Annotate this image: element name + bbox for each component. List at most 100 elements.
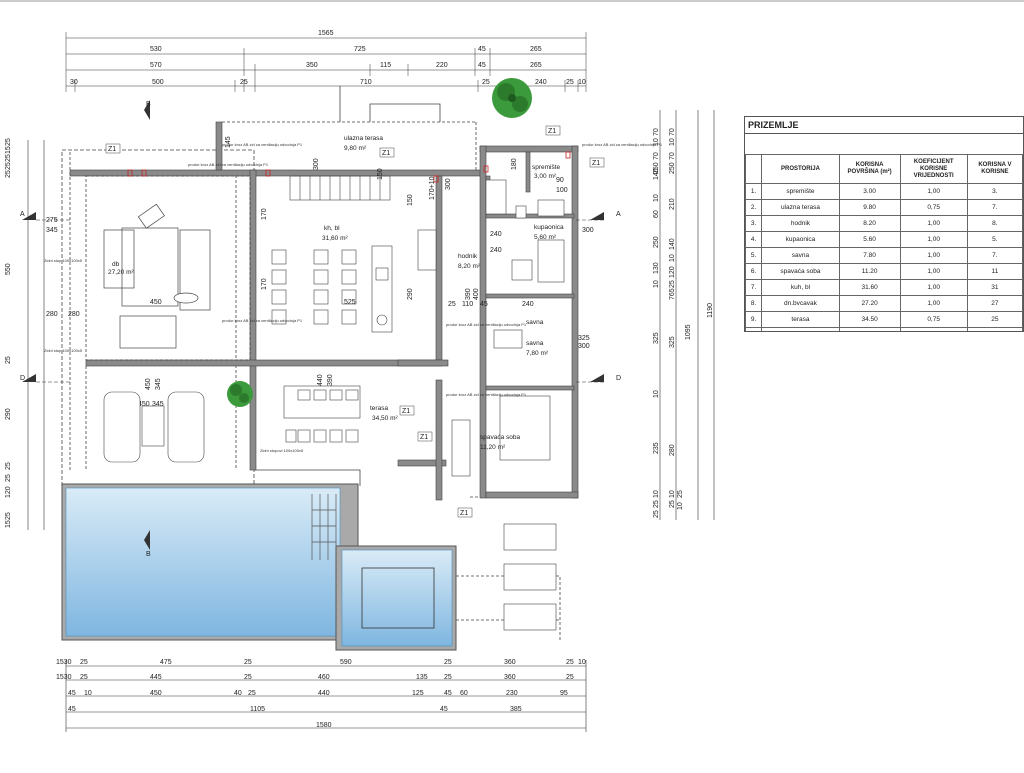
- dim-label: 25: [248, 690, 256, 697]
- lounge-sofa: [167, 391, 205, 463]
- table-cell: terasa: [761, 311, 840, 328]
- table-cell: 27.20: [838, 295, 901, 312]
- dim-label: 390: [465, 288, 472, 300]
- dim-label: 125: [412, 690, 424, 697]
- dining-furniture: [271, 229, 437, 333]
- chair: [137, 203, 165, 229]
- dim-label: 345: [152, 401, 164, 408]
- room-area: 8,20 m²: [458, 263, 481, 270]
- table-cell: 9.80: [838, 199, 901, 216]
- dim-label: 130: [653, 262, 660, 274]
- section-arrow-icon: [590, 374, 604, 382]
- room-area: 34,50 m²: [372, 415, 398, 422]
- toilet: [515, 205, 527, 219]
- dim-label: 120: [669, 266, 676, 278]
- dim-label: 300: [582, 227, 594, 234]
- dim-label: 100: [556, 187, 568, 194]
- dim-label: 10: [84, 690, 92, 697]
- dim-label: 120: [5, 486, 12, 498]
- room-name: hodnik: [458, 253, 478, 260]
- dim-label: 90: [556, 177, 564, 184]
- dim-label: 25: [669, 280, 676, 288]
- dim-label: 25: [448, 301, 456, 308]
- dim-label: 550: [5, 263, 12, 275]
- jacuzzi: [341, 549, 453, 647]
- sunbed: [503, 603, 557, 631]
- dim-label: 60: [653, 210, 660, 218]
- z-tag: Z1: [460, 510, 468, 517]
- table-cell: 127: [966, 327, 1023, 331]
- room-area: 5,60 m²: [534, 234, 557, 241]
- bath-sink: [537, 199, 565, 217]
- dim-label: 10: [677, 502, 684, 510]
- dim-label: 25: [482, 79, 490, 86]
- dim-label: 300: [445, 178, 452, 190]
- wall-note: prodor kroz AB zid za ventilaciju odvodn…: [446, 322, 527, 327]
- z-tag: Z1: [592, 160, 600, 167]
- dim-label: 45: [478, 46, 486, 53]
- dim-label: 220: [436, 62, 448, 69]
- dim-label: 530: [150, 46, 162, 53]
- dim-label: 140: [653, 168, 660, 180]
- table-cell: 8.: [966, 215, 1023, 232]
- dim-label: 15: [5, 520, 12, 528]
- room-name: kupaonica: [534, 224, 564, 231]
- dim-label: 45: [444, 690, 452, 697]
- dim-label: 45: [440, 706, 448, 713]
- table-cell: 1.: [745, 183, 763, 200]
- dim-label: 345: [155, 378, 162, 390]
- left-dimension-labels: 25 25 25 15 25 275 345 550 280 25 25 450…: [5, 138, 164, 528]
- room-area: 3,00 m²: [534, 173, 557, 180]
- room-name: spavaća soba: [480, 434, 520, 441]
- dim-label: 265: [530, 46, 542, 53]
- z-tags: Z1 Z1 Z1 Z1 Z1 Z1 Z1: [105, 125, 605, 518]
- dim-label: 140: [669, 238, 676, 250]
- table-cell: 3.00: [838, 183, 901, 200]
- dim-label: 475: [160, 659, 172, 666]
- schedule-spacer: [745, 133, 1023, 155]
- schedule-table: PROSTORIJA KORISNA POVRŠINA (m²) KOEFICI…: [745, 154, 1023, 331]
- column-note: Zidni stup 100x100x5: [44, 348, 83, 353]
- table-row: UKUPNO138.90127: [745, 327, 1023, 331]
- pool-area: [61, 483, 457, 651]
- table-cell: 1,00: [899, 263, 968, 280]
- dim-label: 525: [344, 299, 356, 306]
- dim-label: 350: [306, 62, 318, 69]
- table-cell: 5.60: [838, 231, 901, 248]
- dim-label: 345: [46, 227, 58, 234]
- dim-label: 25: [5, 474, 12, 482]
- table-cell: 31: [966, 279, 1023, 296]
- dim-label: 25: [240, 79, 248, 86]
- dim-label: 1530: [56, 659, 72, 666]
- dim-label: 710: [360, 79, 372, 86]
- tree-icon: [492, 78, 532, 118]
- schedule-header: KOEFICIJENT KORISNE VRIJEDNOSTI: [899, 154, 968, 184]
- dim-label: 240: [490, 247, 502, 254]
- table-cell: [745, 327, 763, 331]
- table-cell: 8.20: [838, 215, 901, 232]
- dim-label: 25: [677, 490, 684, 498]
- jacuzzi-inner: [361, 567, 435, 629]
- z-tag: Z1: [548, 128, 556, 135]
- dim-label: 25: [5, 138, 12, 146]
- dim-label: 10: [669, 490, 676, 498]
- section-markers: B B A A D D: [20, 100, 621, 558]
- schedule-header: KORISNA V KORISNE: [966, 154, 1023, 184]
- table-cell: 4.: [745, 231, 763, 248]
- wall-note: prodor kroz AB zid za ventilaciju odvodn…: [582, 142, 663, 147]
- table-cell: 7.: [966, 247, 1023, 264]
- section-label: B: [146, 101, 151, 108]
- dim-label: 250: [653, 162, 660, 174]
- right-dimension-labels: 70 10 70 250 140 10 60 250 130 10 325 10…: [653, 128, 714, 518]
- area-schedule: PRIZEMLJE PROSTORIJA KORISNA POVRŠINA (m…: [744, 116, 1024, 332]
- dim-label: 25: [5, 512, 12, 520]
- dim-label: 390: [327, 374, 334, 386]
- section-arrow-icon: [144, 100, 150, 120]
- table-cell: 7.: [966, 199, 1023, 216]
- dim-label: 450: [145, 378, 152, 390]
